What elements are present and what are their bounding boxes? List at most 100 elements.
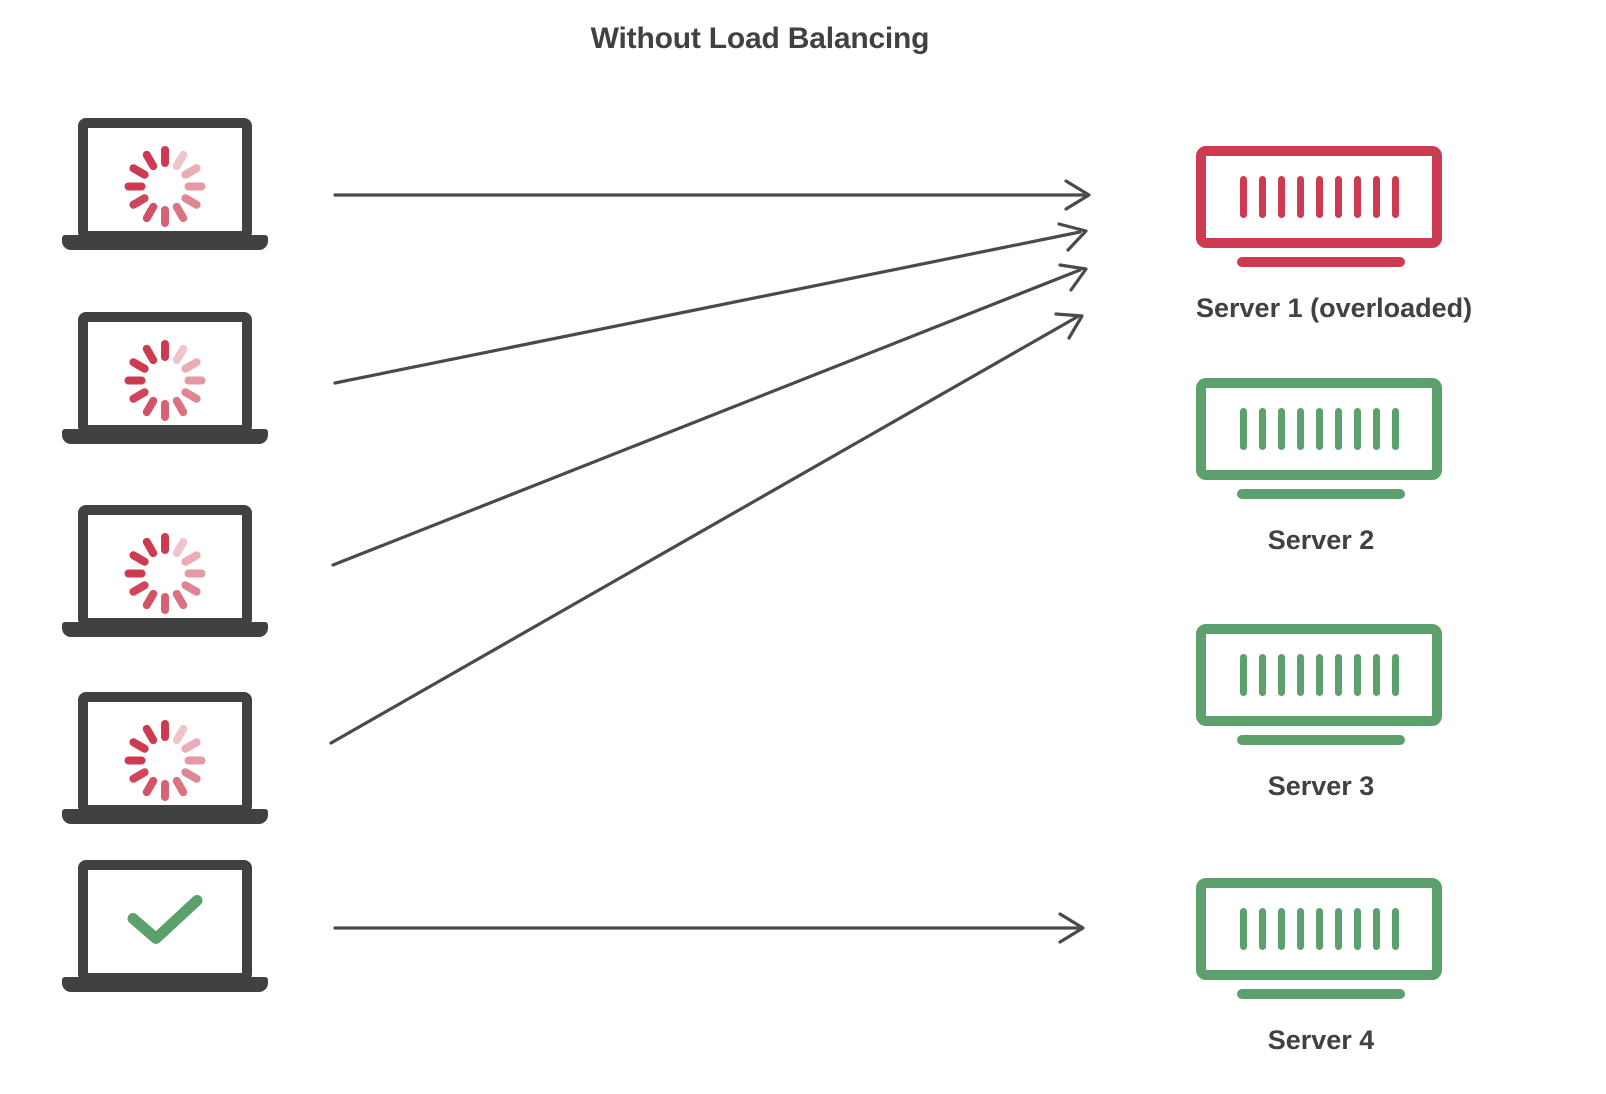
server-bar [1277,408,1285,450]
server-label: Server 2 [1267,525,1375,555]
laptop-screen [78,118,252,240]
server-bar [1334,408,1342,450]
spinner-segment [141,148,159,172]
server-bar [1258,654,1266,696]
server-bar [1391,408,1399,450]
client-laptop-1[interactable] [62,118,268,258]
server-bar [1239,908,1247,950]
server-chassis [1196,146,1442,248]
server-bar [1391,908,1399,950]
server-bar [1353,908,1361,950]
spinner-segment [171,535,189,559]
spinner-segment [171,587,189,611]
server-bar [1372,908,1380,950]
arrow-client3-to-server1 [331,268,1082,567]
server-bar [1315,908,1323,950]
spinner-segment [127,549,151,567]
spinner-segment [141,200,159,224]
spinner-segment [179,356,203,374]
server-3[interactable]: Server 3 [1196,624,1446,802]
spinner-segment [141,722,159,746]
client-laptop-5[interactable] [62,860,268,1000]
spinner-segment [141,774,159,798]
spinner-segment [179,162,203,180]
server-chassis [1196,624,1442,726]
server-stand [1237,989,1405,999]
spinner-segment [171,774,189,798]
spinner-segment [161,592,169,614]
laptop-screen [78,312,252,434]
server-chassis [1196,378,1442,480]
laptop-base [62,809,268,824]
server-bar [1277,654,1285,696]
spinner-segment [127,162,151,180]
check-icon [127,893,203,950]
laptop-base [62,429,268,444]
client-laptop-3[interactable] [62,505,268,645]
arrowhead-1 [1064,179,1091,211]
server-bar [1372,654,1380,696]
spinner-segment [127,579,151,597]
server-4[interactable]: Server 4 [1196,878,1446,1056]
client-laptop-2[interactable] [62,312,268,452]
spinner-segment [127,192,151,210]
spinner-segment [141,394,159,418]
spinner-segment [161,145,169,167]
spinner-segment [141,587,159,611]
server-bar [1353,176,1361,218]
server-bar [1277,908,1285,950]
server-bar [1239,654,1247,696]
spinner-segment [184,569,206,577]
spinner-segment [161,205,169,227]
server-1[interactable]: Server 1 (overloaded) [1196,146,1473,324]
server-bar [1391,176,1399,218]
spinner-segment [127,386,151,404]
spinner-segment [161,339,169,361]
laptop-screen [78,505,252,627]
spinner-segment [127,766,151,784]
spinner-segment [184,182,206,190]
server-bar [1334,176,1342,218]
server-label: Server 3 [1267,771,1375,801]
spinner-segment [179,579,203,597]
spinner-segment [171,722,189,746]
spinner-segment [124,569,146,577]
server-bar [1353,408,1361,450]
server-bar [1296,408,1304,450]
server-label: Server 4 [1267,1025,1375,1055]
server-bar [1315,408,1323,450]
server-bar [1296,908,1304,950]
server-bar [1296,176,1304,218]
spinner-segment [161,399,169,421]
spinner-segment [179,549,203,567]
laptop-base [62,235,268,250]
arrow-client4-to-server1 [329,315,1079,745]
server-bar [1372,176,1380,218]
spinner-segment [127,356,151,374]
spinner-segment [171,148,189,172]
laptop-base [62,977,268,992]
server-label: Server 1 (overloaded) [1196,293,1473,323]
spinner-segment [124,756,146,764]
server-bar [1277,176,1285,218]
laptop-screen [78,692,252,814]
spinner-segment [124,182,146,190]
server-bar [1258,408,1266,450]
server-chassis [1196,878,1442,980]
spinner-segment [141,535,159,559]
server-bar [1334,654,1342,696]
spinner-segment [171,394,189,418]
spinner-segment [127,736,151,754]
server-bar [1372,408,1380,450]
server-bar [1258,908,1266,950]
server-bar [1315,176,1323,218]
spinner-segment [161,719,169,741]
spinner-segment [124,376,146,384]
spinner-segment [179,736,203,754]
server-bar [1391,654,1399,696]
server-2[interactable]: Server 2 [1196,378,1446,556]
client-laptop-4[interactable] [62,692,268,832]
spinner-segment [184,376,206,384]
server-bar [1334,908,1342,950]
